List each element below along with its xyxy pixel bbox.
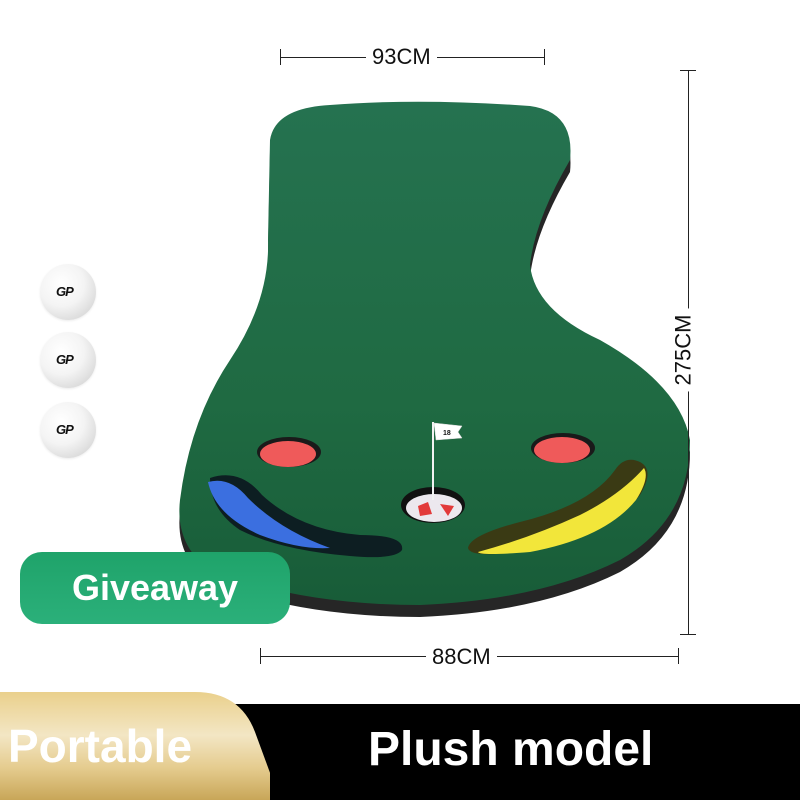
golf-ball-3: GP bbox=[40, 402, 96, 458]
portable-label: Portable bbox=[8, 720, 193, 772]
ball-logo-icon: GP bbox=[56, 352, 74, 367]
golf-ball-2: GP bbox=[40, 332, 96, 388]
ball-logo-icon: GP bbox=[56, 284, 74, 299]
portable-tab: Portable bbox=[0, 692, 270, 800]
ball-logo-icon: GP bbox=[56, 422, 74, 437]
plush-model-label: Plush model bbox=[368, 723, 654, 776]
length-label: 275CM bbox=[670, 308, 695, 392]
giveaway-badge: Giveaway bbox=[20, 552, 290, 624]
flag bbox=[433, 422, 463, 441]
mat-turf bbox=[179, 101, 690, 605]
yellow-slot bbox=[468, 459, 648, 555]
bottom-width-label: 88CM bbox=[426, 646, 497, 668]
bottom-dimension-right-tick bbox=[678, 648, 679, 664]
right-dimension-bottom-tick bbox=[680, 634, 696, 635]
blue-slot bbox=[210, 475, 403, 558]
top-dimension-right-tick bbox=[544, 49, 545, 65]
golf-ball-1: GP bbox=[40, 264, 96, 320]
giveaway-label: Giveaway bbox=[71, 567, 239, 608]
flag-number: 18 bbox=[443, 430, 451, 437]
top-width-label: 93CM bbox=[366, 46, 437, 68]
